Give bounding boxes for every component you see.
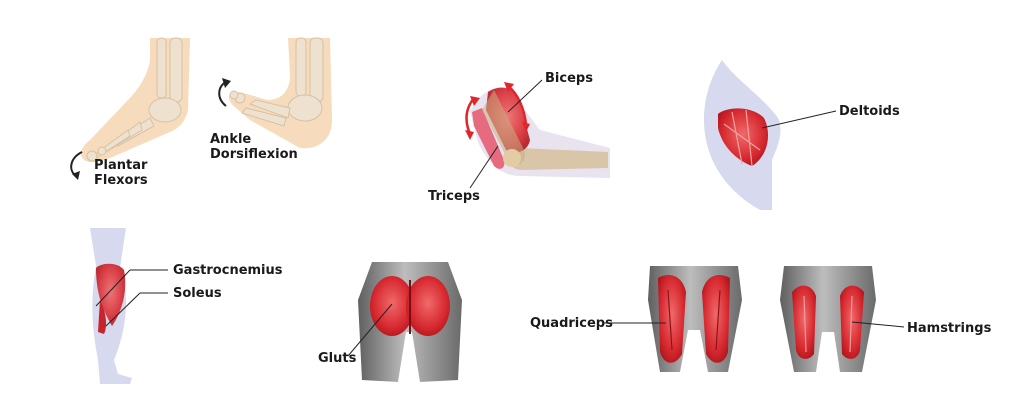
label-gastrocnemius: Gastrocnemius (173, 263, 283, 278)
label-plantar-line1: Plantar (94, 158, 148, 173)
hamstrings-leader-line (851, 321, 905, 328)
gluts-leader-line (347, 303, 393, 357)
label-triceps: Triceps (428, 189, 480, 204)
lower-leg-illustration (90, 228, 132, 384)
label-ankle-dorsiflexion: Ankle Dorsiflexion (210, 132, 330, 162)
label-ankle-line1: Ankle (210, 132, 252, 147)
plantar-flexion-arrowhead (72, 171, 80, 180)
biceps-arrowhead-bottom (522, 122, 530, 132)
label-hamstrings: Hamstrings (907, 321, 992, 336)
dorsiflexion-arrowhead (222, 78, 231, 88)
label-soleus: Soleus (173, 286, 222, 301)
triceps-leader-line (469, 145, 499, 189)
soleus-leader-line-diagonal (105, 292, 141, 327)
label-plantar-flexors: Plantar Flexors (94, 158, 214, 188)
plantar-flexion-foot-illustration (81, 37, 190, 163)
label-ankle-line2: Dorsiflexion (210, 147, 298, 162)
biceps-arrowhead-top (504, 82, 514, 92)
label-plantar-line2: Flexors (94, 173, 148, 188)
biceps-leader-line (507, 79, 543, 113)
label-deltoids: Deltoids (839, 104, 900, 119)
shoulder-illustration (703, 60, 781, 210)
triceps-arrowhead-bottom (465, 130, 474, 140)
label-quadriceps: Quadriceps (530, 316, 613, 331)
triceps-arrowhead-top (470, 96, 480, 106)
quadriceps-illustration (648, 266, 742, 372)
hamstrings-illustration (780, 266, 876, 372)
deltoids-leader-line (761, 110, 837, 129)
glutes-illustration (346, 258, 474, 386)
label-biceps: Biceps (545, 71, 593, 86)
dorsiflexion-foot-illustration (228, 37, 332, 149)
elbow-arm-illustration (470, 87, 610, 178)
label-gluts: Gluts (318, 351, 357, 366)
gastrocnemius-leader-line-diagonal (95, 269, 131, 307)
